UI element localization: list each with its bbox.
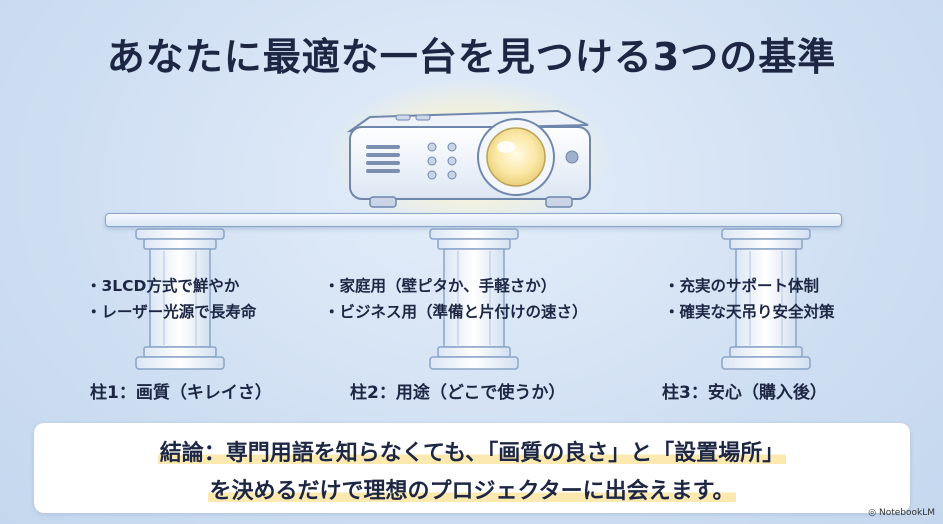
bullet-item: ・3LCD方式で鮮やか bbox=[86, 277, 240, 295]
conclusion-box: 結論：専門用語を知らなくても、「画質の良さ」と「設置場所」 を決めるだけで理想の… bbox=[34, 423, 910, 513]
pillar-1-label: 柱1：画質（キレイさ） bbox=[90, 383, 272, 403]
conclusion-line-1: 結論：専門用語を知らなくても、「画質の良さ」と「設置場所」 bbox=[34, 435, 910, 467]
conclusion-text-1: 結論：専門用語を知らなくても、「画質の良さ」と「設置場所」 bbox=[157, 441, 787, 466]
pillar-2-label: 柱2：用途（どこで使うか） bbox=[350, 383, 566, 403]
pillar-3-label: 柱3：安心（購入後） bbox=[662, 383, 827, 403]
pillar-3-icon bbox=[721, 228, 811, 370]
pillar-2-icon bbox=[429, 228, 519, 370]
logo-icon: ◎ bbox=[868, 508, 877, 518]
pillar-3-bullets: ・充実のサポート体制 ・確実な天吊り安全対策 bbox=[664, 273, 835, 325]
bullet-item: ・レーザー光源で長寿命 bbox=[86, 303, 257, 321]
notebooklm-logo: ◎ NotebookLM bbox=[868, 508, 935, 518]
bullet-item: ・充実のサポート体制 bbox=[664, 277, 820, 295]
conclusion-line-2: を決めるだけで理想のプロジェクターに出会えます。 bbox=[34, 473, 910, 505]
projector-icon bbox=[346, 109, 591, 208]
page-title: あなたに最適な一台を見つける3つの基準 bbox=[106, 35, 837, 79]
pillar-2-bullets: ・家庭用（壁ピタか、手軽さか） ・ビジネス用（準備と片付けの速さ） bbox=[324, 273, 588, 325]
bullet-item: ・ビジネス用（準備と片付けの速さ） bbox=[324, 303, 588, 321]
logo-text: NotebookLM bbox=[878, 508, 935, 518]
pillar-1-bullets: ・3LCD方式で鮮やか ・レーザー光源で長寿命 bbox=[86, 273, 256, 325]
conclusion-text-2: を決めるだけで理想のプロジェクターに出会えます。 bbox=[207, 479, 737, 504]
bullet-item: ・確実な天吊り安全対策 bbox=[664, 303, 835, 321]
shelf-plank bbox=[105, 213, 842, 227]
bullet-item: ・家庭用（壁ピタか、手軽さか） bbox=[324, 277, 557, 295]
pillar-1-icon bbox=[135, 228, 225, 370]
